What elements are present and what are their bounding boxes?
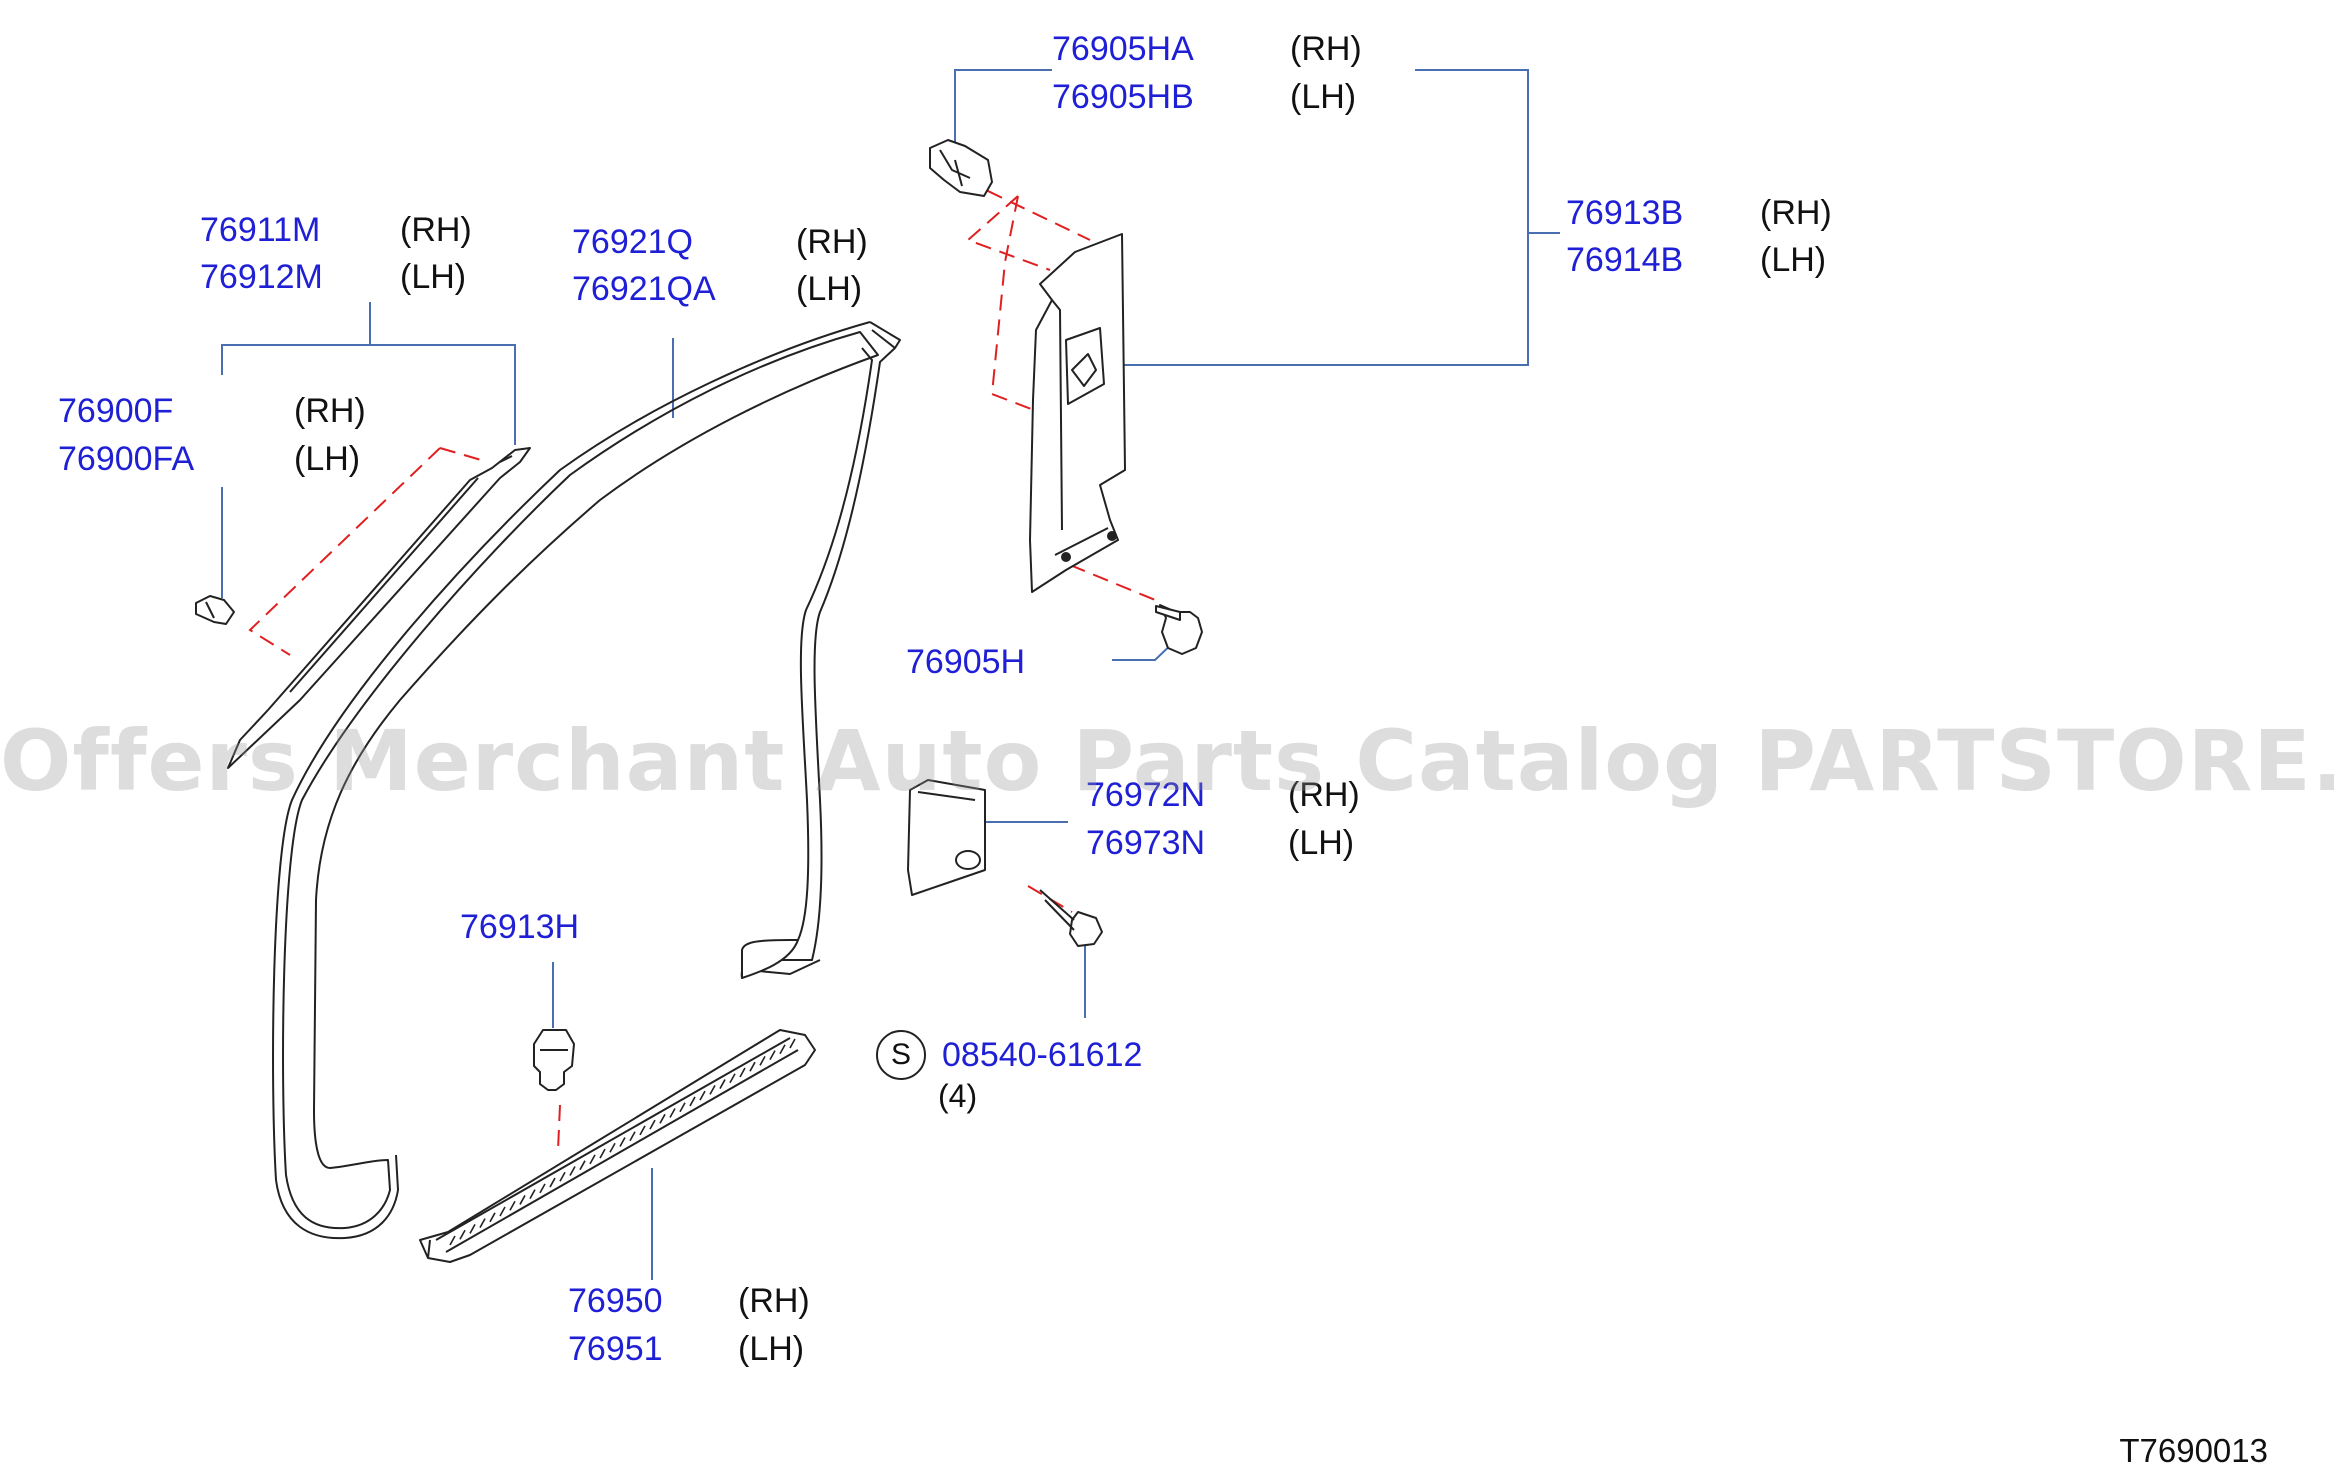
quantity-label: (4) [938, 1078, 978, 1114]
scuff-plate-rib [509, 1200, 516, 1211]
part-number-76905HB[interactable]: 76905HB [1052, 78, 1194, 116]
side-lh: (LH) [738, 1330, 805, 1368]
phantom-lines [248, 179, 1161, 1151]
part-number-76914B[interactable]: 76914B [1566, 241, 1684, 279]
scuff-plate-rib [609, 1142, 616, 1153]
scuff-plate-rib [589, 1154, 596, 1165]
scuff-plate-rib [639, 1125, 646, 1136]
scuff-plate-rib [549, 1177, 556, 1188]
scuff-plate-rib [459, 1229, 466, 1240]
side-rh: (RH) [738, 1282, 810, 1320]
side-rh: (RH) [1760, 194, 1832, 232]
scuff-plate-rib [769, 1050, 776, 1060]
side-rh: (RH) [796, 223, 868, 261]
scuff-plate-rib [519, 1195, 526, 1205]
scuff-plate-rib [449, 1235, 456, 1246]
side-rh: (RH) [400, 211, 472, 249]
part-number-76913B[interactable]: 76913B [1566, 194, 1684, 232]
scuff-plate-rib [759, 1055, 766, 1066]
part-number-76912M[interactable]: 76912M [200, 258, 323, 296]
scuff-plate-rib [569, 1166, 576, 1176]
scuff-plate-rib [669, 1108, 676, 1118]
diagram-reference-code: T7690013 [2119, 1432, 2268, 1469]
side-rh: (RH) [294, 392, 366, 430]
scuff-plate-rib [619, 1137, 626, 1147]
part-number-76900FA[interactable]: 76900FA [58, 440, 195, 478]
part-number-76951[interactable]: 76951 [568, 1330, 663, 1368]
part-number-76921QA[interactable]: 76921QA [572, 270, 716, 308]
scuff-plate-rib [469, 1224, 476, 1234]
scuff-plate-rib [579, 1160, 586, 1171]
scuff-plate-rib [489, 1212, 496, 1223]
part-number-76911M[interactable]: 76911M [200, 211, 321, 249]
part-number-76950[interactable]: 76950 [568, 1282, 663, 1320]
scuff-plate-rib [629, 1131, 636, 1142]
scuff-plate-rib [659, 1113, 666, 1124]
scuff-plate-rib [599, 1148, 606, 1159]
scuff-plate-rib [779, 1044, 786, 1055]
part-outlines [195, 139, 1203, 1263]
scuff-plate-rib [539, 1183, 546, 1194]
part-number-76913H[interactable]: 76913H [460, 908, 580, 946]
side-lh: (LH) [1290, 78, 1357, 116]
scuff-plate-rib [649, 1119, 656, 1130]
part-number-76921Q[interactable]: 76921Q [572, 223, 693, 261]
scuff-plate-rib [739, 1067, 746, 1078]
scuff-plate-rib [719, 1079, 726, 1089]
scuff-plate-ribs [449, 1038, 796, 1246]
leader-lines [221, 69, 1560, 1280]
scuff-plate-rib [789, 1038, 796, 1049]
part-number-76905HA[interactable]: 76905HA [1052, 30, 1194, 68]
scuff-plate-rib [499, 1206, 506, 1217]
side-rh: (RH) [1288, 776, 1360, 814]
scuff-plate-rib [689, 1096, 696, 1107]
scuff-plate-rib [479, 1218, 486, 1229]
side-lh: (LH) [294, 440, 361, 478]
side-lh: (LH) [1288, 824, 1355, 862]
scuff-plate-rib [559, 1171, 566, 1182]
scuff-plate-rib [529, 1189, 536, 1200]
side-lh: (LH) [400, 258, 467, 296]
standard-part-symbol: S [876, 1030, 926, 1080]
part-number-76905H[interactable]: 76905H [906, 643, 1026, 681]
side-rh: (RH) [1290, 30, 1362, 68]
side-lh: (LH) [796, 270, 863, 308]
part-number-08540-61612[interactable]: 08540-61612 [942, 1036, 1143, 1074]
side-lh: (LH) [1760, 241, 1827, 279]
scuff-plate-rib [679, 1102, 686, 1113]
scuff-plate-rib [749, 1061, 756, 1072]
scuff-plate-rib [709, 1084, 716, 1095]
part-number-76973N[interactable]: 76973N [1086, 824, 1206, 862]
scuff-plate-rib [699, 1090, 706, 1101]
part-number-76972N[interactable]: 76972N [1086, 776, 1206, 814]
scuff-plate-rib [729, 1073, 736, 1084]
part-number-76900F[interactable]: 76900F [58, 392, 174, 430]
